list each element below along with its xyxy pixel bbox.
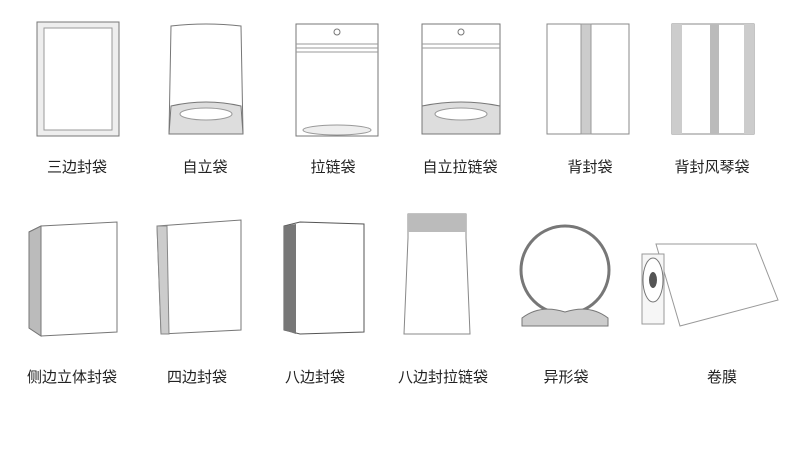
eight-side-seal-bag-image [283, 221, 365, 335]
side-gusset-bag-image [28, 221, 118, 337]
bag-label-roll-film: 卷膜 [706, 368, 737, 386]
bag-label-back-seal: 背封袋 [567, 158, 613, 176]
stand-up-zipper-pouch-image [421, 23, 501, 135]
three-side-seal-bag-image [36, 21, 120, 137]
stand-up-pouch-image [168, 23, 244, 135]
back-seal-bag-image [546, 23, 630, 135]
bag-label-stand-up: 自立袋 [182, 158, 228, 176]
bag-label-stand-up-zipper: 自立拉链袋 [422, 158, 498, 176]
bag-label-four-side-seal: 四边封袋 [166, 368, 227, 386]
bag-label-eight-side-zipper: 八边封拉链袋 [397, 368, 488, 386]
bag-label-back-seal-gusset: 背封风琴袋 [674, 158, 750, 176]
back-seal-gusset-bag-image [671, 23, 755, 135]
four-side-seal-bag-image [156, 219, 242, 335]
bag-label-shaped: 异形袋 [543, 368, 589, 386]
bag-label-side-gusset: 侧边立体封袋 [26, 368, 117, 386]
shaped-bag-image [519, 224, 611, 327]
roll-film-image [641, 243, 779, 327]
eight-side-zipper-bag-image [403, 213, 471, 335]
bag-label-eight-side-seal: 八边封袋 [284, 368, 345, 386]
bag-label-zipper: 拉链袋 [310, 158, 356, 176]
bag-label-three-side-seal: 三边封袋 [46, 158, 107, 176]
zipper-bag-image [295, 23, 379, 137]
